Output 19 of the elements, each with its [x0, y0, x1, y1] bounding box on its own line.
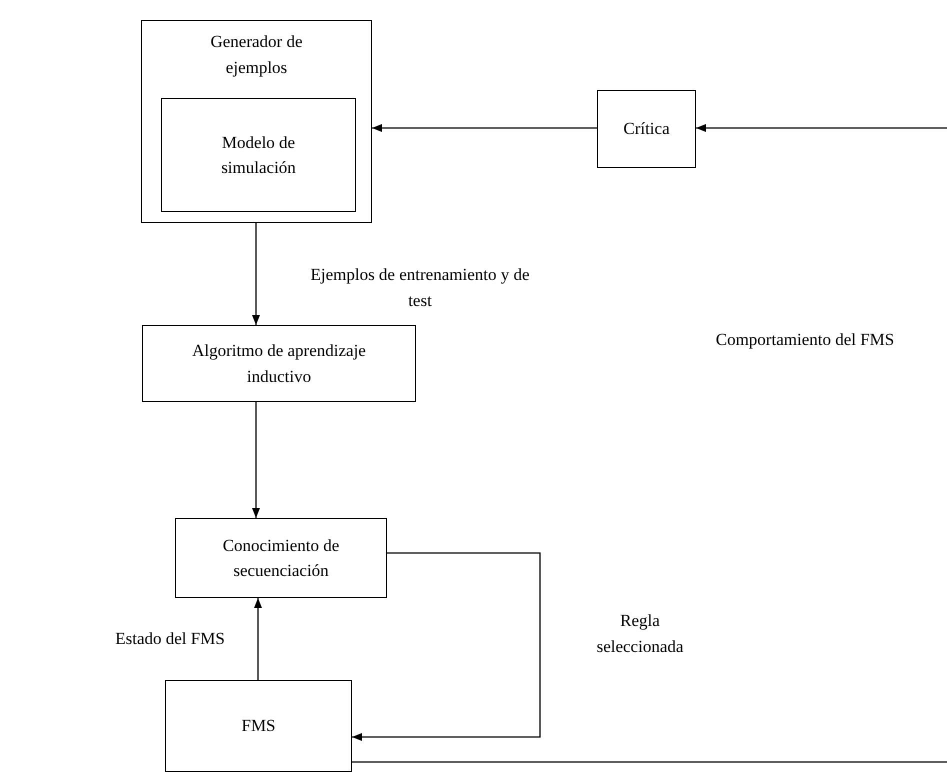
- box-label: FMS: [240, 715, 277, 738]
- box-label: Modelo de simulación: [220, 132, 297, 179]
- process-box: [161, 98, 356, 212]
- process-box: [597, 90, 696, 168]
- arrow: [254, 598, 262, 680]
- arrow: [252, 402, 260, 518]
- process-box: [142, 325, 416, 402]
- box-label: Conocimiento de secuenciación: [222, 534, 340, 582]
- arrow: [696, 124, 947, 132]
- arrow: [252, 223, 260, 325]
- arrow: [372, 124, 597, 132]
- arrow: [352, 552, 541, 741]
- process-box: [141, 20, 372, 223]
- process-box: [175, 518, 387, 598]
- box-label: Algoritmo de aprendizaje inductivo: [191, 340, 367, 388]
- box-label: Generador de ejemplos: [209, 31, 304, 79]
- note-text: Comportamiento del FMS: [714, 329, 896, 351]
- box-label: Crítica: [622, 118, 671, 140]
- process-box: [165, 680, 352, 772]
